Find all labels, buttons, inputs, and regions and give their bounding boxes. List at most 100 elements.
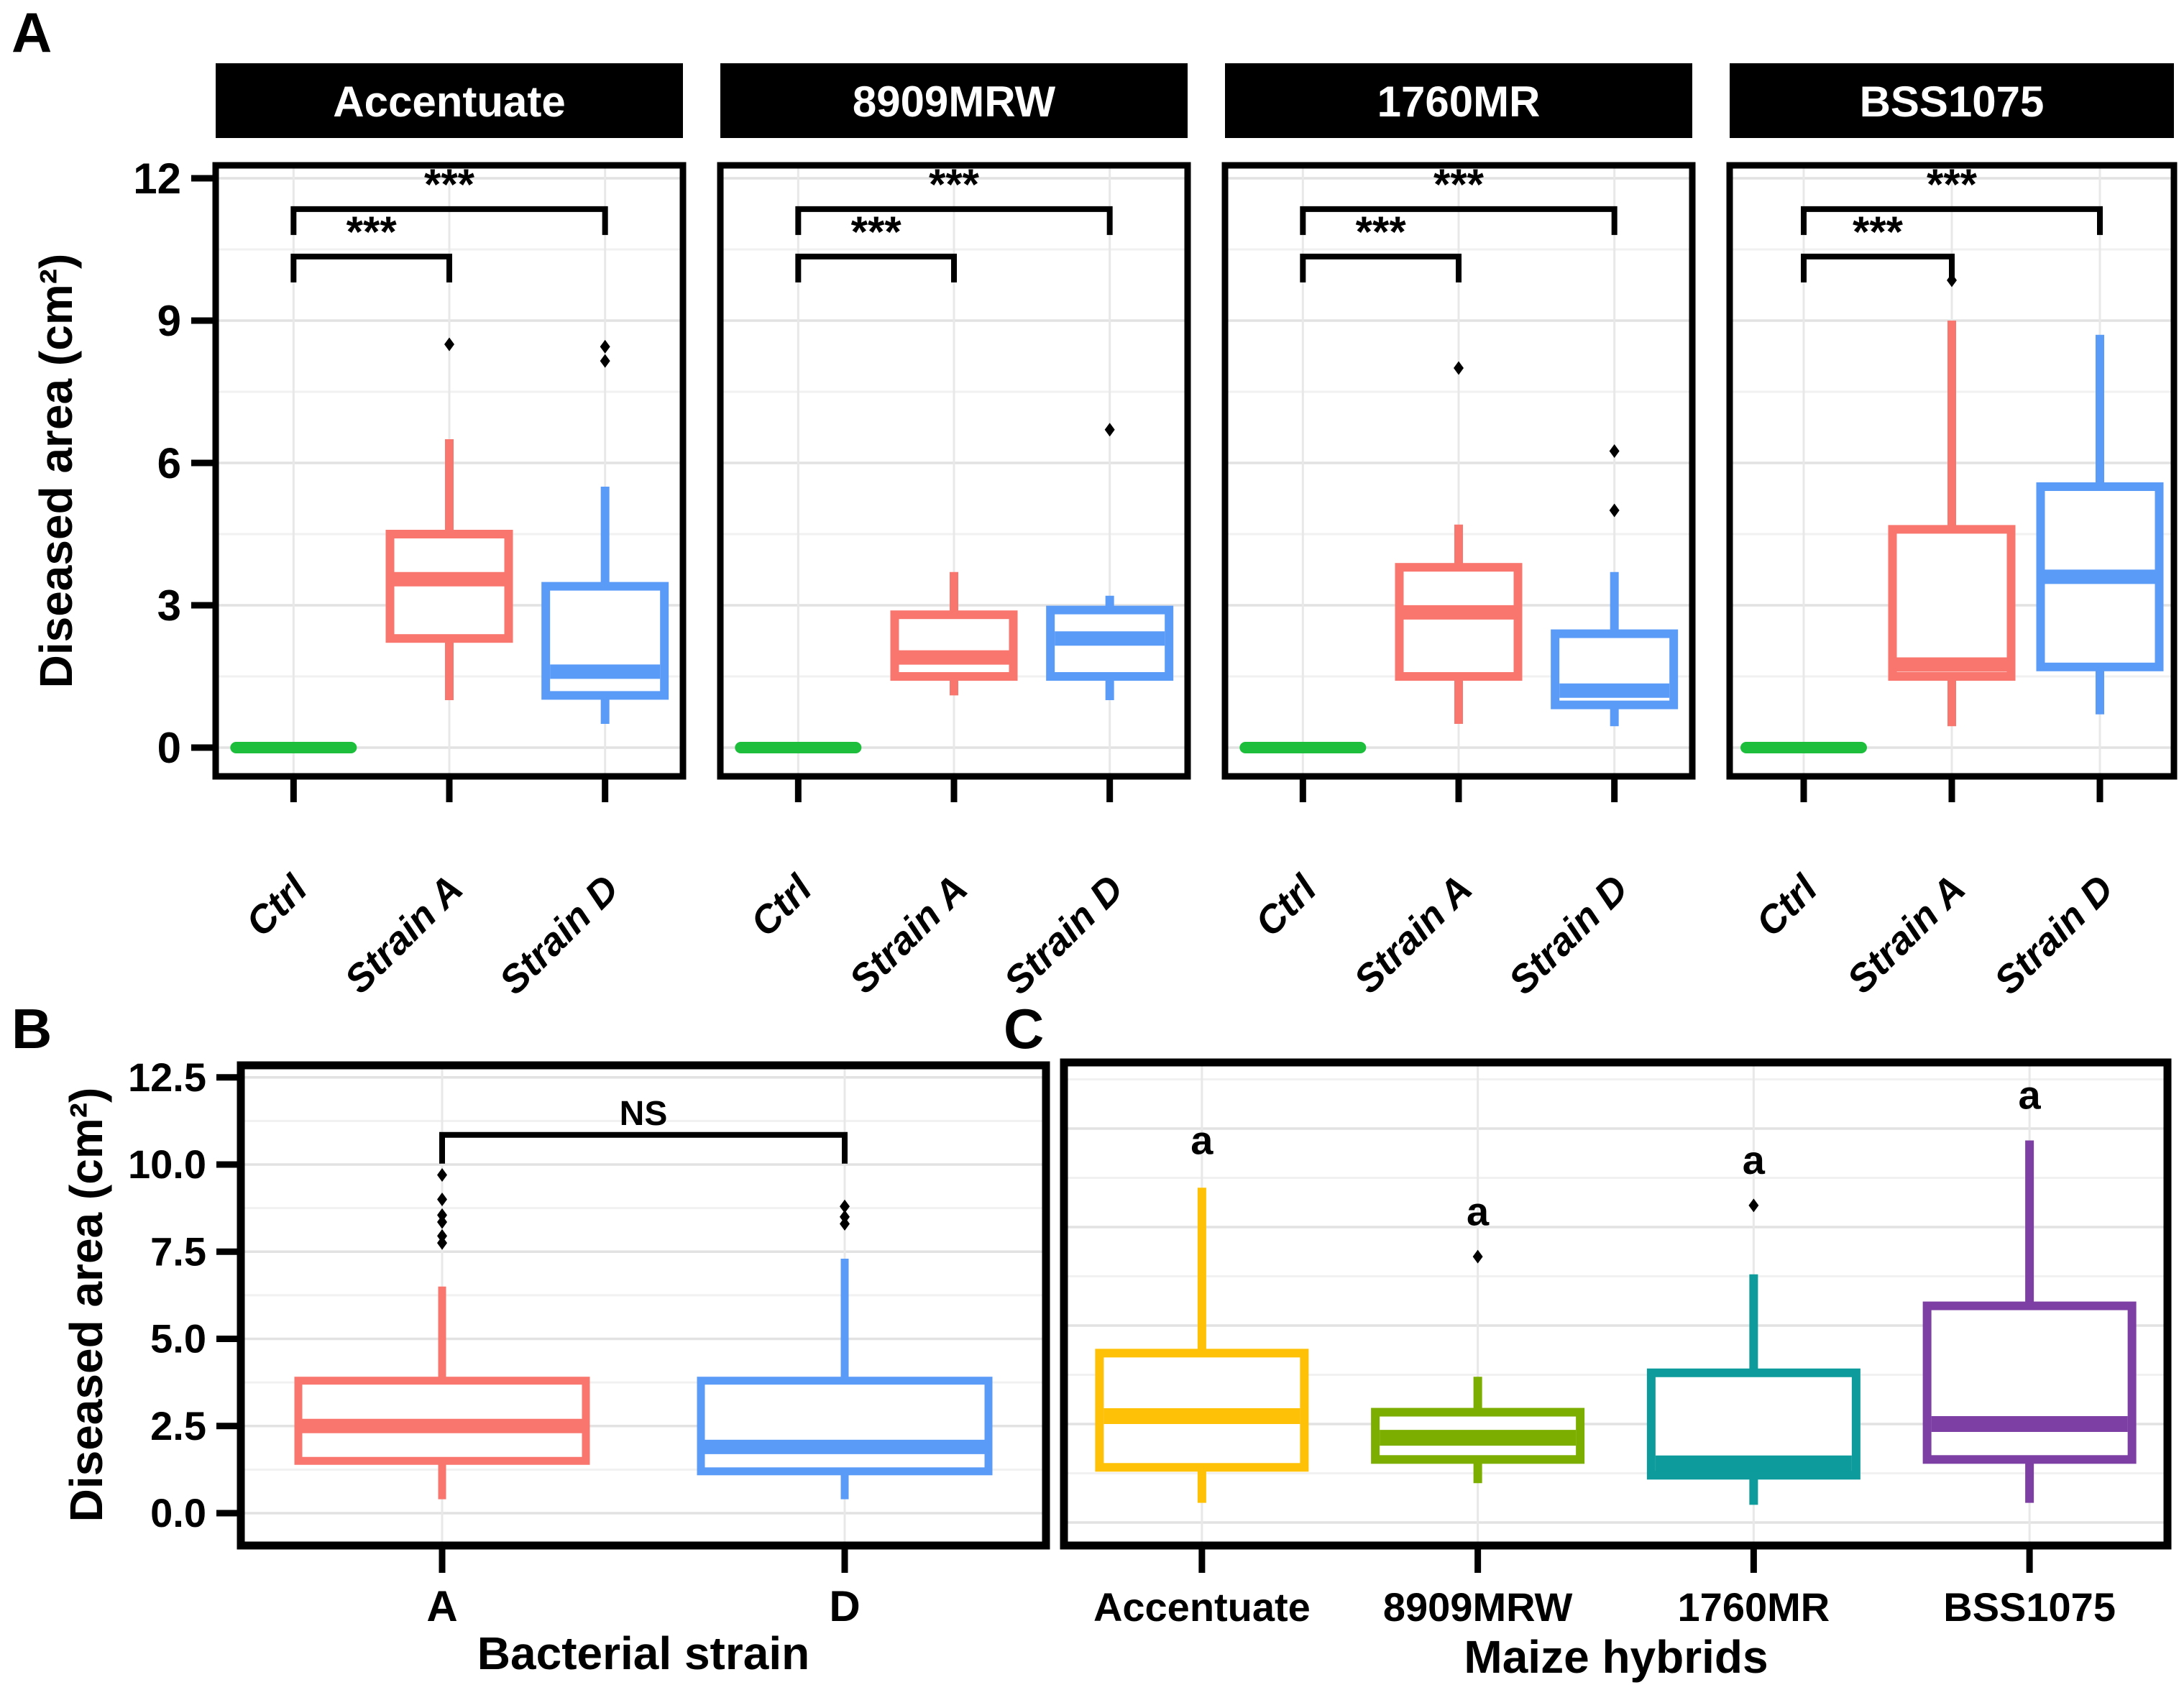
- svg-text:Strain D: Strain D: [996, 867, 1132, 1003]
- svg-text:Ctrl: Ctrl: [238, 866, 316, 945]
- outlier-points: [1454, 361, 1464, 375]
- panel-c-x-axis-title: Maize hybrids: [1464, 1631, 1768, 1683]
- svg-text:Ctrl: Ctrl: [1748, 866, 1826, 945]
- box-strain-a: [1395, 361, 1523, 724]
- panel-a-y-axis-title: Diseased area (cm²): [30, 253, 82, 689]
- box-1760mr: [1646, 1198, 1860, 1505]
- svg-text:10.0: 10.0: [128, 1142, 206, 1187]
- box-a: [294, 1168, 590, 1500]
- svg-text:Strain A: Strain A: [1839, 867, 1973, 1001]
- svg-text:a: a: [1467, 1188, 1490, 1234]
- box-strain-d: [2036, 334, 2164, 715]
- panel-b-y-axis-title: Diseased area (cm²): [60, 1087, 112, 1523]
- box-strain-a: [385, 337, 513, 700]
- svg-text:BSS1075: BSS1075: [1943, 1584, 2116, 1630]
- svg-text:7.5: 7.5: [150, 1229, 206, 1274]
- y-axis: 0.02.55.07.510.012.5: [128, 1055, 241, 1535]
- box-strain-d: [1551, 444, 1679, 727]
- svg-text:1760MR: 1760MR: [1377, 78, 1541, 126]
- box-bss1075: [1922, 1140, 2137, 1503]
- facet-title: 8909MRW: [720, 63, 1188, 138]
- box-strain-d: [1046, 423, 1174, 700]
- outlier-points: [1472, 1249, 1483, 1264]
- significance-bracket: ***: [1801, 208, 1955, 283]
- group-letter: a: [2019, 1073, 2042, 1118]
- outlier-points: [1609, 444, 1620, 518]
- panel-a-label: A: [12, 1, 52, 64]
- svg-text:6: 6: [157, 439, 181, 487]
- svg-text:8909MRW: 8909MRW: [1383, 1584, 1573, 1630]
- facet-title: BSS1075: [1730, 63, 2174, 138]
- svg-text:***: ***: [851, 208, 902, 256]
- box-d: [697, 1199, 993, 1500]
- svg-text:a: a: [1190, 1118, 1213, 1163]
- facet-title: 1760MR: [1225, 63, 1692, 138]
- svg-text:8909MRW: 8909MRW: [853, 78, 1056, 126]
- svg-text:9: 9: [157, 297, 181, 345]
- svg-text:Accentuate: Accentuate: [333, 78, 565, 126]
- svg-text:a: a: [1743, 1137, 1766, 1182]
- svg-text:Accentuate: Accentuate: [1093, 1584, 1311, 1630]
- plot-border: [237, 1061, 1050, 1550]
- significance-bracket: ***: [1300, 208, 1462, 283]
- svg-text:***: ***: [347, 208, 398, 256]
- svg-text:Strain D: Strain D: [1986, 867, 2122, 1003]
- svg-text:0: 0: [157, 724, 181, 772]
- svg-text:Strain D: Strain D: [491, 867, 627, 1003]
- x-axis: Accentuate 8909MRW 1760MR BSS1075: [1093, 1549, 2116, 1630]
- svg-text:***: ***: [1356, 208, 1407, 256]
- facet-title: Accentuate: [216, 63, 683, 138]
- svg-text:Strain D: Strain D: [1500, 867, 1636, 1003]
- plot-border: [212, 162, 687, 780]
- svg-text:Ctrl: Ctrl: [1247, 866, 1326, 945]
- panel-c-label: C: [1004, 997, 1045, 1060]
- svg-text:0.0: 0.0: [150, 1490, 206, 1535]
- outlier-points: [600, 339, 610, 368]
- outlier-points: [840, 1199, 850, 1231]
- outlier-points: [1104, 423, 1115, 437]
- group-letter: a: [1190, 1118, 1213, 1163]
- svg-text:***: ***: [1853, 208, 1904, 256]
- outlier-points: [1748, 1198, 1759, 1213]
- group-letter: a: [1743, 1137, 1766, 1182]
- svg-text:NS: NS: [620, 1095, 668, 1133]
- svg-text:BSS1075: BSS1075: [1860, 78, 2045, 126]
- svg-text:a: a: [2019, 1073, 2042, 1118]
- svg-text:3: 3: [157, 582, 181, 630]
- significance-bracket: ***: [290, 208, 452, 283]
- svg-text:1760MR: 1760MR: [1678, 1584, 1830, 1630]
- box-strain-d: [541, 339, 669, 724]
- panel-b-label: B: [12, 997, 52, 1060]
- significance-bracket: NS: [439, 1095, 848, 1164]
- plot-border: [1060, 1058, 2172, 1550]
- significance-bracket: ***: [795, 208, 957, 283]
- outlier-points: [437, 1168, 447, 1250]
- plot-border: [1221, 162, 1696, 780]
- svg-text:D: D: [829, 1582, 860, 1630]
- svg-text:Strain A: Strain A: [336, 867, 471, 1001]
- svg-text:5.0: 5.0: [150, 1316, 206, 1361]
- svg-text:Ctrl: Ctrl: [743, 866, 821, 945]
- group-letter: a: [1467, 1188, 1490, 1234]
- svg-text:Strain A: Strain A: [841, 867, 976, 1001]
- svg-text:Strain A: Strain A: [1346, 867, 1480, 1001]
- box-accentuate: [1095, 1188, 1309, 1503]
- plot-border: [1726, 162, 2178, 780]
- svg-text:A: A: [426, 1582, 457, 1630]
- plot-border: [717, 162, 1191, 780]
- svg-text:2.5: 2.5: [150, 1403, 206, 1448]
- box-strain-a: [890, 571, 1018, 696]
- box-8909mrw: [1371, 1249, 1585, 1484]
